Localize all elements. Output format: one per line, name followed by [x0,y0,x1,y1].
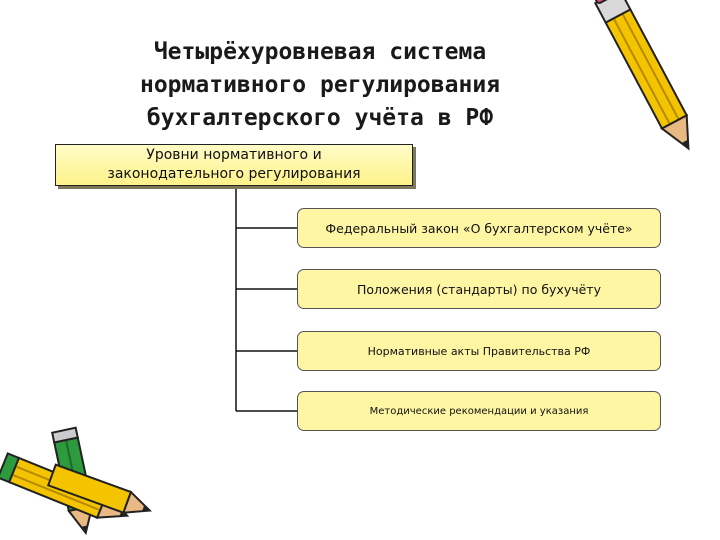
title-line-1: Четырёхуровневая система [153,39,487,65]
level-box-4: Методические рекомендации и указания [297,391,661,431]
pencil-icon-top-right [593,0,690,151]
root-node-line-2: законодательного регулирования [107,166,361,182]
root-node-line-1: Уровни нормативного и [146,147,322,163]
level-box-3: Нормативные акты Правительства РФ [297,331,661,371]
pencil-icon-bottom-left-c [46,463,152,514]
diagram-title: Четырёхуровневая система нормативного ре… [95,36,545,135]
level-box-2: Положения (стандарты) по бухучёту [297,269,661,309]
root-node-box: Уровни нормативного и законодательного р… [55,144,413,186]
title-line-3: бухгалтерского учёта в РФ [146,105,494,131]
level-box-1: Федеральный закон «О бухгалтерском учёте… [297,208,661,248]
tree-connectors [235,186,297,412]
title-line-2: нормативного регулирования [139,72,501,98]
